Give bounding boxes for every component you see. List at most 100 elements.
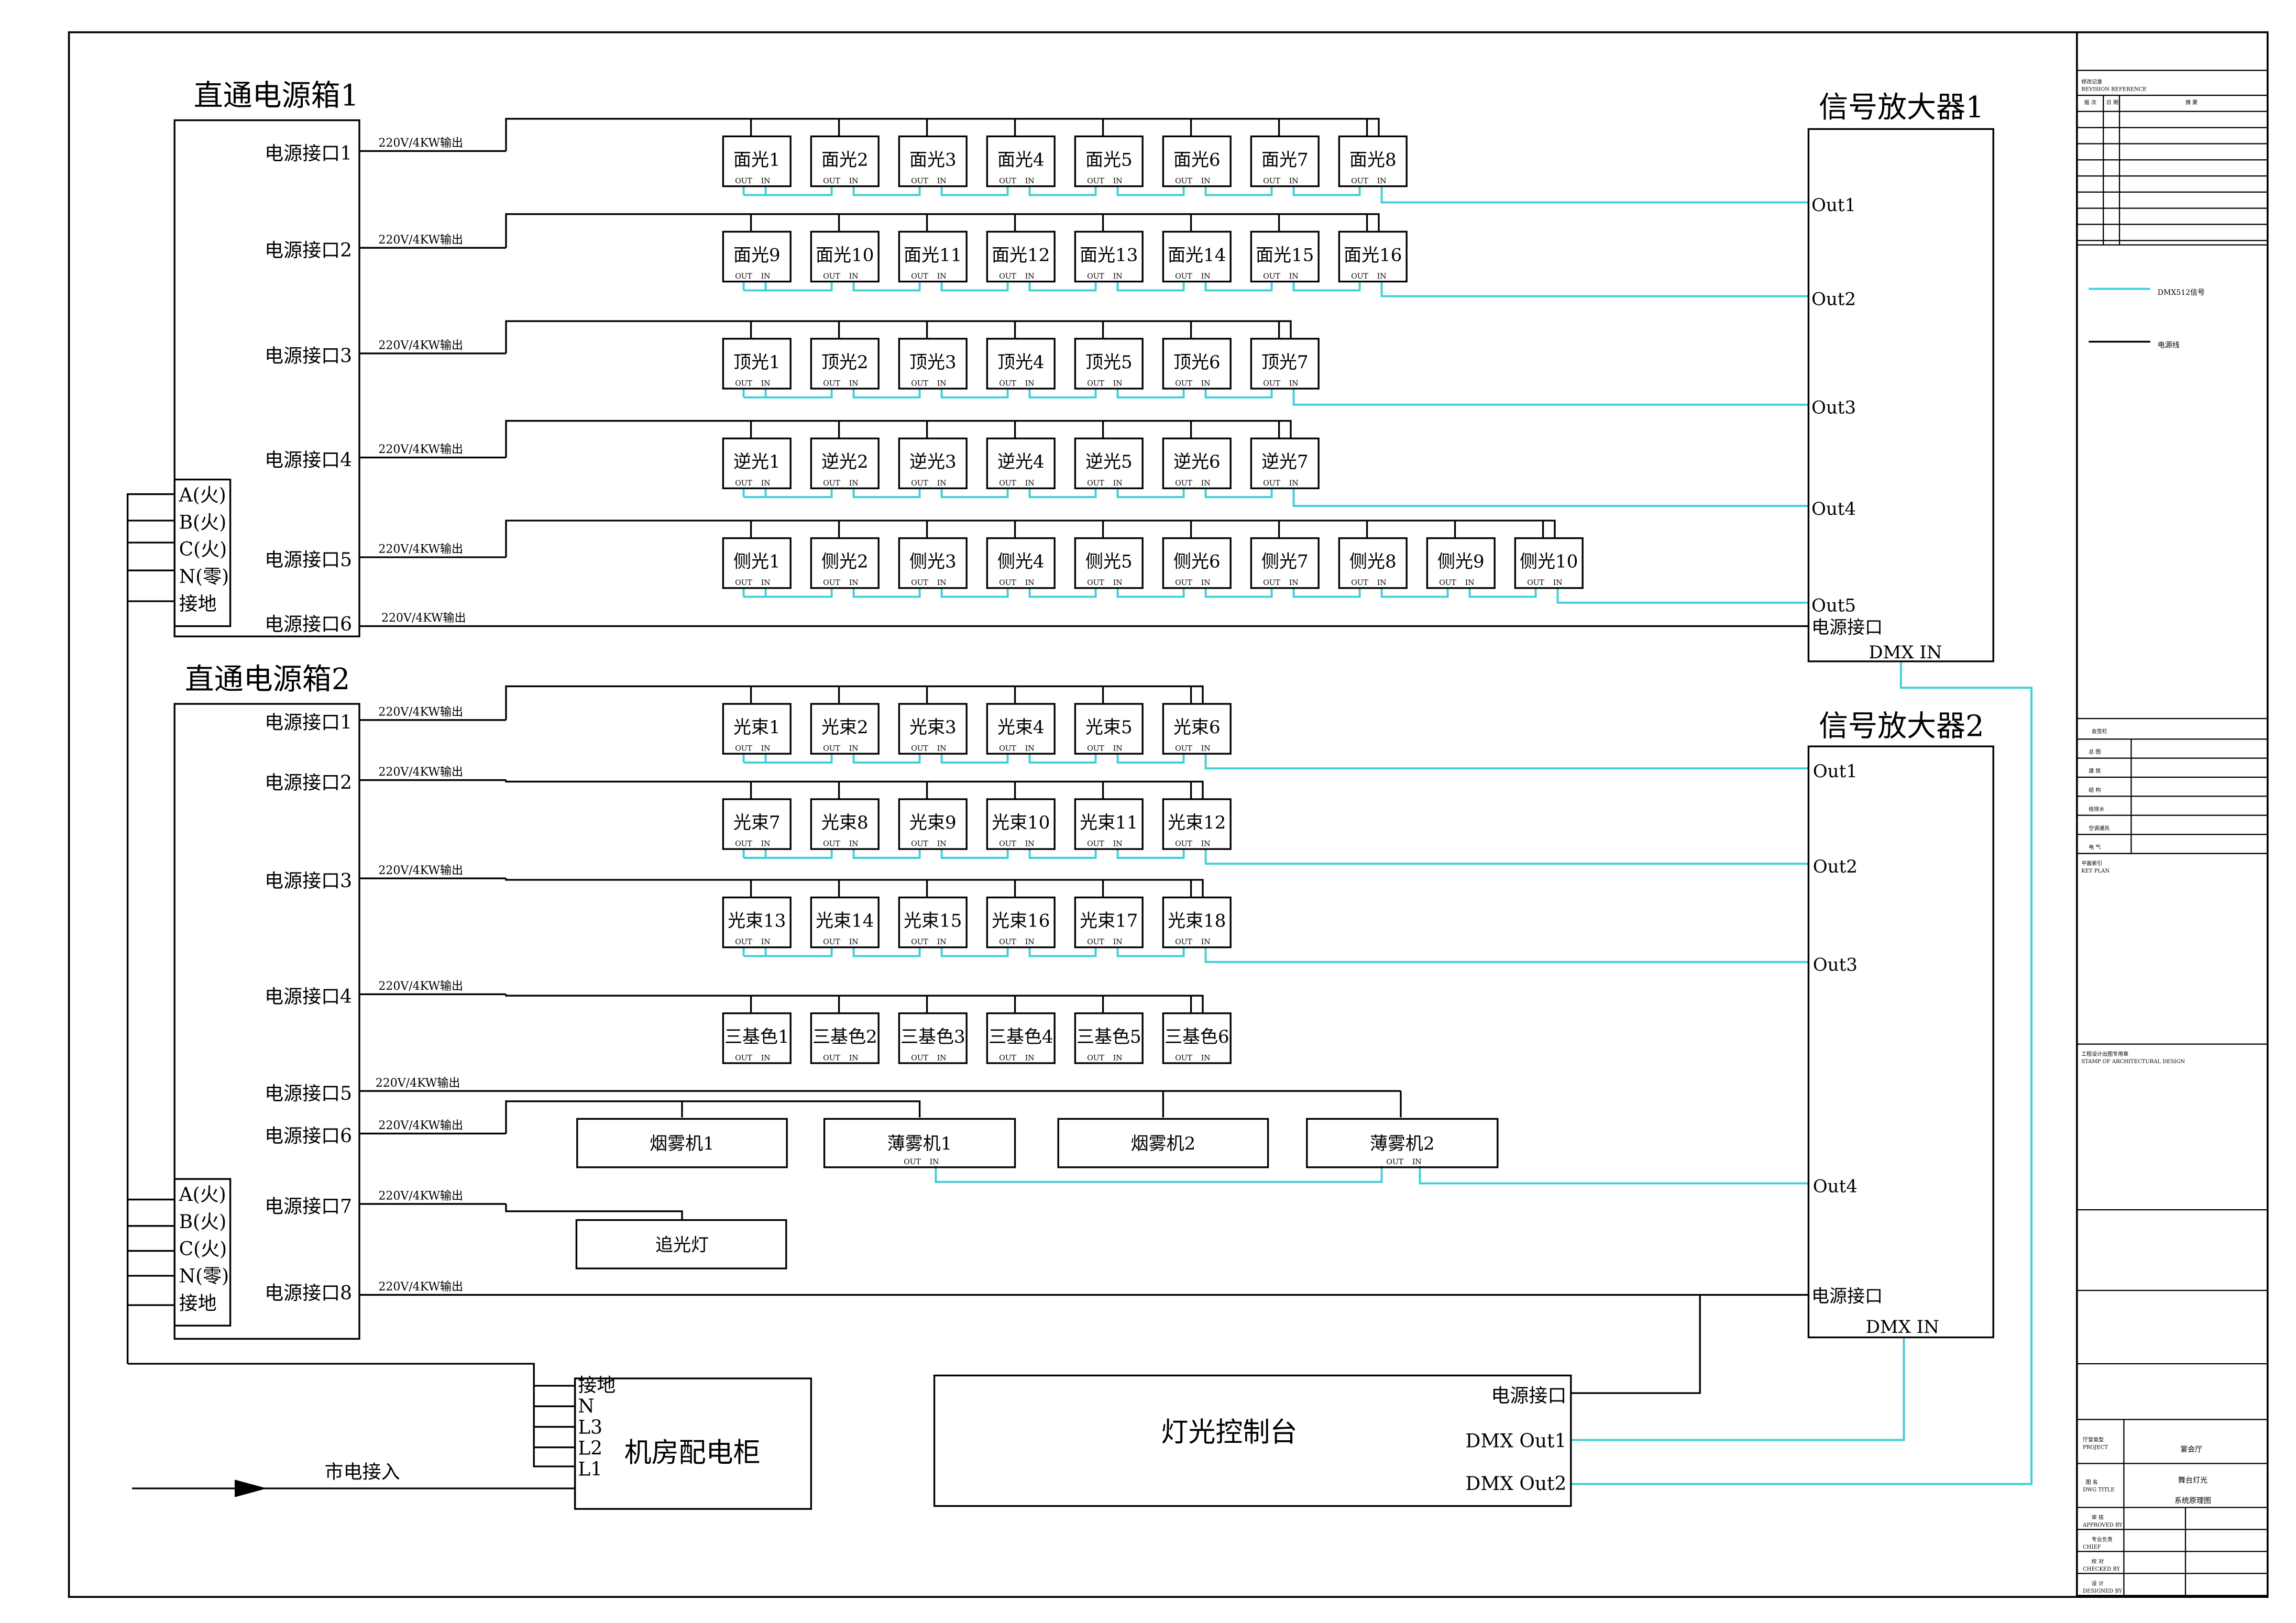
keyplan-label-en: KEY PLAN	[2081, 868, 2110, 874]
fixture-box	[1074, 1012, 1144, 1064]
dmx-chain	[1028, 754, 1097, 764]
in-port-label: IN	[1113, 938, 1123, 946]
role-label: 专业负责	[2092, 1536, 2113, 1543]
fixture-box	[1250, 135, 1320, 187]
dmx-chain	[940, 488, 1009, 499]
output-rating: 220V/4KW输出	[378, 234, 463, 247]
output-rating: 220V/4KW输出	[378, 543, 463, 556]
in-port-label: IN	[1289, 579, 1299, 587]
dmx-chain	[852, 389, 921, 399]
fixture-box	[1162, 537, 1232, 589]
in-port-label: IN	[1201, 579, 1211, 587]
machine-label: 烟雾机2	[1131, 1133, 1196, 1154]
out-port-label: OUT	[735, 479, 752, 488]
cabinet-terminal: L1	[578, 1459, 602, 1480]
in-port-label: IN	[1465, 579, 1475, 587]
in-port-label: IN	[930, 1158, 939, 1166]
fixture-label: 侧光6	[1173, 551, 1221, 572]
role-label: 审 核	[2092, 1514, 2104, 1521]
in-port-label: IN	[1201, 479, 1211, 488]
in-port-label: IN	[761, 745, 771, 753]
in-port-label: IN	[1113, 272, 1123, 281]
machine-label: 薄雾机1	[887, 1133, 952, 1154]
out-port-label: OUT	[1087, 379, 1104, 388]
stamp-label-en: STAMP OF ARCHITECTURAL DESIGN	[2081, 1059, 2185, 1065]
fixture-label: 侧光9	[1437, 551, 1485, 572]
dmx-chain	[1292, 186, 1361, 196]
fixture-box	[722, 703, 792, 755]
out-port-label: OUT	[1351, 177, 1368, 185]
power-box	[173, 703, 360, 1340]
out-port-label: OUT	[1263, 272, 1280, 281]
in-port-label: IN	[849, 272, 859, 281]
power-trunk	[505, 520, 1556, 557]
amp1-title: 信号放大器1	[1819, 91, 1984, 125]
out-port-label: OUT	[1087, 938, 1104, 946]
drawing-label-en: DWG TITLE	[2083, 1487, 2115, 1493]
fixture-box	[898, 230, 968, 283]
fixture-label: 面光1	[733, 149, 781, 170]
in-port-label: IN	[1201, 272, 1211, 281]
fixture-label: 光束5	[1085, 717, 1133, 738]
fixture-box	[810, 537, 880, 589]
dmx-chain	[1204, 588, 1273, 598]
fixture-box	[1514, 537, 1584, 589]
machine-box	[576, 1118, 788, 1168]
power-trunk	[505, 878, 1204, 898]
dmx-chain	[852, 281, 921, 292]
fixture-label: 三基色5	[1076, 1026, 1141, 1047]
out-port-label: OUT	[1175, 379, 1192, 388]
power-trunk	[505, 1204, 683, 1220]
output-rating: 220V/4KW输出	[378, 1189, 463, 1202]
amp2-power-label: 电源接口	[1811, 1286, 1883, 1307]
role-label-en: DESIGNED BY	[2083, 1588, 2123, 1594]
console-title: 灯光控制台	[1161, 1417, 1297, 1448]
fixture-label: 逆光4	[997, 451, 1045, 472]
dmx-chain	[1028, 849, 1097, 859]
power-box-title: 直通电源箱1	[194, 79, 359, 113]
fixture-box	[1250, 338, 1320, 390]
in-port-label: IN	[1289, 272, 1299, 281]
fixture-label: 光束3	[909, 717, 957, 738]
out-port-label: OUT	[911, 1054, 928, 1062]
role-label: 设 计	[2092, 1580, 2104, 1587]
stamp-label: 工程设计出图专用章	[2081, 1051, 2128, 1057]
output-rating: 220V/4KW输出	[376, 1077, 460, 1090]
fixture-box	[986, 437, 1056, 490]
fixture-box	[898, 135, 968, 187]
terminal-label: N(零)	[179, 1266, 229, 1287]
power-port-label: 电源接口3	[265, 346, 352, 367]
fixture-label: 侧光10	[1520, 551, 1578, 572]
fixture-label: 顶光2	[821, 352, 869, 373]
amp1-power-label: 电源接口	[1811, 617, 1883, 638]
fixture-label: 光束10	[992, 812, 1050, 833]
supply-bus	[127, 1363, 575, 1467]
terminal-label: A(火)	[179, 1184, 226, 1206]
dmx-chain	[1028, 186, 1097, 196]
out-port-label: OUT	[823, 840, 840, 848]
in-port-label: IN	[1025, 938, 1035, 946]
fixture-box	[898, 896, 968, 948]
fixture-label: 光束18	[1168, 911, 1226, 932]
console-power-label: 电源接口	[1491, 1385, 1566, 1407]
fixture-box	[810, 338, 880, 390]
output-rating: 220V/4KW输出	[378, 980, 463, 993]
mains-arrow-icon	[235, 1480, 267, 1497]
fixture-box	[898, 703, 968, 755]
power-trunk	[505, 1100, 921, 1134]
out-port-label: OUT	[1175, 272, 1192, 281]
fixture-label: 光束2	[821, 717, 869, 738]
out-port-label: OUT	[823, 1054, 840, 1062]
out-port-label: OUT	[1175, 1054, 1192, 1062]
in-port-label: IN	[849, 745, 859, 753]
fixture-label: 光束12	[1168, 812, 1226, 833]
in-port-label: IN	[1113, 579, 1123, 587]
dmx-chain	[1204, 281, 1273, 292]
terminal-label: A(火)	[179, 485, 226, 506]
dmx-chain	[1028, 488, 1097, 499]
fixture-box	[1074, 703, 1144, 755]
dmx-chain	[1292, 588, 1361, 598]
terminal-label: 接地	[179, 1293, 217, 1314]
legend-power-label: 电源线	[2158, 341, 2180, 350]
dmx-chain	[764, 281, 833, 292]
